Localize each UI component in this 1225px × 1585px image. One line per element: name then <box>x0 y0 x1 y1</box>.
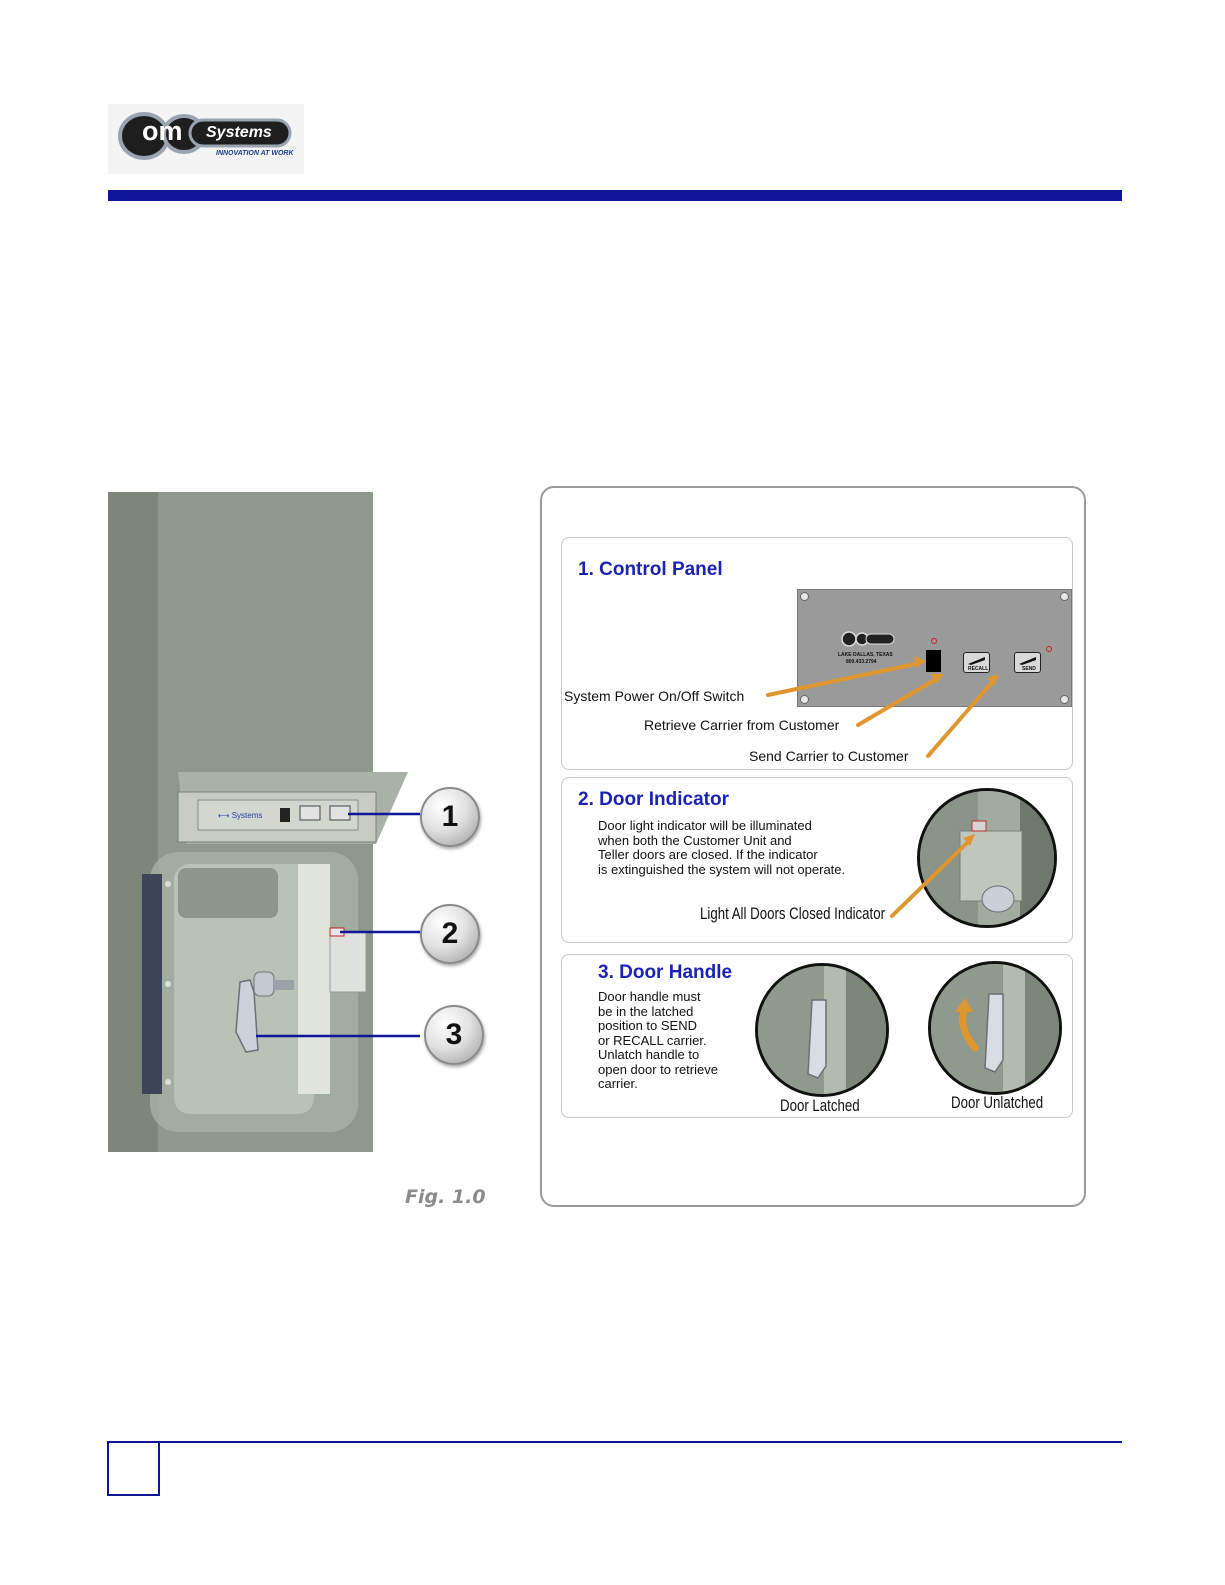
label-doors-closed-indicator: Light All Doors Closed Indicator <box>700 904 886 923</box>
door-indicator-text: Door light indicator will be illuminated… <box>598 818 846 877</box>
label-door-latched: Door Latched <box>780 1096 860 1115</box>
instruction-panel: 1. Control Panel LAKE DALLAS, TEXAS 800.… <box>540 486 1086 1207</box>
door-indicator-closeup <box>917 788 1057 928</box>
logo-tagline: INNOVATION AT WORK <box>216 150 294 157</box>
screw-icon <box>800 592 809 601</box>
screw-icon <box>800 695 809 704</box>
panel-phone: 800.433.2794 <box>846 659 877 665</box>
label-door-unlatched: Door Unlatched <box>951 1093 1044 1112</box>
page-number-box <box>107 1441 160 1496</box>
logo-word-systems: Systems <box>206 124 272 141</box>
section-title-door-handle: 3. Door Handle <box>598 962 733 983</box>
section-title-door-indicator: 2. Door Indicator <box>578 789 729 810</box>
panel-location: LAKE DALLAS, TEXAS <box>838 652 893 658</box>
unlatched-handle-drawing <box>931 964 1059 1092</box>
callout-1: 1 <box>420 787 480 847</box>
recall-button-label: RECALL <box>968 666 989 672</box>
section-door-indicator: 2. Door Indicator Door light indicator w… <box>561 777 1073 943</box>
logo-word-om: om <box>142 116 183 146</box>
label-power-switch: System Power On/Off Switch <box>564 688 745 704</box>
teller-unit-drawing: ⟷ Systems <box>108 492 420 1152</box>
panel-logo-icon <box>841 631 895 647</box>
figure-caption: Fig. 1.0 <box>405 1186 486 1208</box>
svg-text:⟷ Systems: ⟷ Systems <box>218 811 262 820</box>
callout-3: 3 <box>424 1005 484 1065</box>
label-retrieve-carrier: Retrieve Carrier from Customer <box>644 717 840 733</box>
company-logo: om Systems INNOVATION AT WORK <box>108 104 304 174</box>
label-send-carrier: Send Carrier to Customer <box>749 748 909 764</box>
latched-handle-drawing <box>758 966 886 1094</box>
send-arrow-icon <box>1019 657 1036 665</box>
send-led-icon <box>1046 646 1052 652</box>
send-button[interactable]: SEND <box>1014 652 1041 673</box>
footer-rule <box>108 1441 1122 1443</box>
power-led-icon <box>931 638 937 644</box>
recall-button[interactable]: RECALL <box>963 652 990 673</box>
recall-arrow-icon <box>968 657 985 665</box>
callout-2: 2 <box>420 904 480 964</box>
power-switch[interactable] <box>926 650 941 672</box>
teller-unit-illustration: ⟷ Systems <box>108 492 498 1152</box>
control-panel-plate: LAKE DALLAS, TEXAS 800.433.2794 RECALL S… <box>797 589 1072 707</box>
screw-icon <box>1060 592 1069 601</box>
section-title-control-panel: 1. Control Panel <box>578 559 723 580</box>
section-control-panel: 1. Control Panel LAKE DALLAS, TEXAS 800.… <box>561 537 1073 770</box>
section-door-handle: 3. Door Handle Door handle must be in th… <box>561 954 1073 1118</box>
door-latched-closeup <box>755 963 889 1097</box>
control-panel-arrows <box>766 656 999 758</box>
header-rule <box>108 190 1122 201</box>
logo-graphic <box>118 112 292 160</box>
door-unlatched-closeup <box>928 961 1062 1095</box>
screw-icon <box>1060 695 1069 704</box>
door-handle-text: Door handle must be in the latched posit… <box>598 989 718 1091</box>
send-button-label: SEND <box>1022 666 1036 672</box>
door-indicator-arrow <box>890 834 975 918</box>
